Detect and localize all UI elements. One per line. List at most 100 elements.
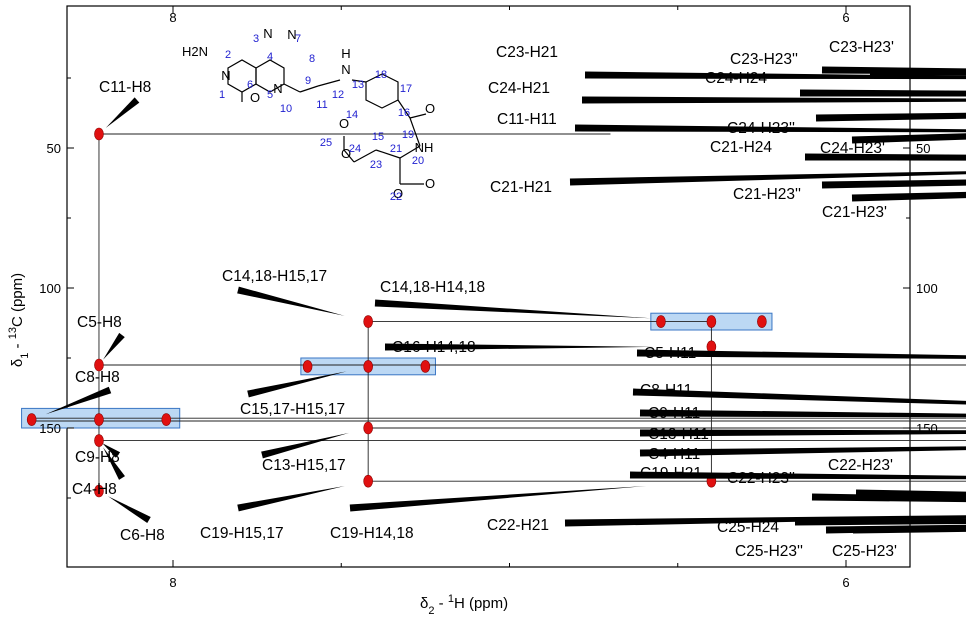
- peak-point: [94, 434, 104, 447]
- annotation-pointer: [564, 515, 966, 527]
- annotation-pointer: [584, 71, 966, 80]
- annotation-pointer: [349, 486, 647, 512]
- peak-annotation-label: C14,18-H15,17: [222, 268, 327, 285]
- molecule-bond: [343, 149, 355, 163]
- peak-annotation-label: C23-H21: [496, 44, 558, 61]
- molecule-bond: [317, 79, 341, 87]
- annotation-pointer: [636, 349, 966, 359]
- peak-annotation-label: C25-H23'': [735, 543, 803, 560]
- peak-point: [656, 315, 666, 328]
- y-tick-label: 150: [39, 421, 61, 436]
- peak-point: [94, 413, 104, 426]
- molecule-atom-number: 9: [305, 75, 311, 87]
- annotation-pointer: [261, 432, 350, 459]
- annotation-pointer: [815, 112, 966, 122]
- annotation-pointer: [629, 471, 966, 480]
- molecule-atom-label: O: [341, 146, 351, 161]
- annotation-pointer: [852, 525, 966, 534]
- molecule-atom-number: 22: [390, 191, 402, 203]
- molecule-atom-label: H2N: [182, 44, 208, 59]
- annotation-pointer: [851, 133, 966, 144]
- annotation-pointer: [574, 124, 966, 133]
- peak-annotation-label: C21-H23': [822, 204, 887, 221]
- peak-annotation-label: C9-H11: [648, 405, 700, 422]
- molecule-atom-label: N: [287, 27, 296, 42]
- peak-annotation-label: C24-H21: [488, 80, 550, 97]
- annotation-pointer: [581, 96, 966, 104]
- annotation-pointer: [639, 446, 966, 457]
- peak-point: [420, 360, 431, 373]
- molecule-atom-label: N: [263, 26, 272, 41]
- annotation-pointer: [632, 388, 966, 405]
- molecule-atom-number: 6: [247, 79, 253, 91]
- peak-point: [94, 358, 104, 372]
- peak-annotation-label: C19-H15,17: [200, 525, 284, 542]
- y-tick-label: 100: [39, 281, 61, 296]
- peak-point: [94, 484, 104, 498]
- molecule-atom-label: N: [341, 62, 350, 77]
- peak-point: [363, 360, 373, 373]
- y-tick-label: 50: [47, 141, 61, 156]
- peak-annotation-label: C23-H23': [829, 39, 894, 56]
- peak-layer: [26, 127, 767, 498]
- peak-annotation-label: C4-H11: [648, 446, 700, 463]
- peak-annotation-label: C11-H8: [99, 79, 151, 96]
- molecule-bond: [283, 83, 301, 93]
- molecule-atom-label: O: [425, 101, 435, 116]
- peak-annotation-label: C21-H23'': [733, 186, 801, 203]
- molecule-atom-number: 16: [398, 107, 410, 119]
- peak-point: [363, 421, 373, 435]
- molecule-atom-number: 14: [346, 109, 358, 121]
- peak-point: [94, 127, 104, 141]
- molecule-bond: [409, 117, 421, 147]
- peak-annotation-label: C24-H23'': [727, 120, 795, 137]
- molecule-atom-label: H: [341, 46, 350, 61]
- molecule-bond: [375, 149, 401, 159]
- peak-annotation-label: C24-H24: [705, 70, 767, 87]
- annotation-pointer: [102, 443, 121, 458]
- peak-annotation-label: C5-H11: [644, 345, 696, 362]
- annotation-pointer: [804, 153, 966, 161]
- annotation-pointer: [103, 332, 125, 360]
- x-tick-label: 8: [169, 575, 176, 590]
- annotation-pointer: [384, 343, 653, 351]
- peak-point: [363, 474, 373, 488]
- molecule-atom-number: 5: [267, 89, 273, 101]
- molecule-atom-number: 21: [390, 143, 402, 155]
- peak-annotation-label: C15,17-H15,17: [240, 401, 345, 418]
- molecule-atom-label: O: [425, 176, 435, 191]
- molecule-atom-number: 24: [349, 143, 361, 155]
- annotation-pointer: [799, 89, 966, 97]
- peak-point: [706, 315, 717, 328]
- peak-point: [302, 360, 313, 373]
- molecule-bond: [351, 79, 367, 83]
- molecule-atom-number: 13: [352, 79, 364, 91]
- molecule-atom-label: O: [393, 186, 403, 201]
- molecule-atom-number: 3: [253, 33, 259, 45]
- peak-annotation-label: C25-H24: [717, 519, 779, 536]
- peak-annotation-label: C24-H23': [820, 140, 885, 157]
- peak-point: [161, 413, 172, 426]
- molecule-bond: [399, 145, 421, 159]
- peak-annotation-label: C13-H11: [648, 426, 709, 443]
- peak-annotation-label: C21-H21: [490, 179, 552, 196]
- y-axis-label: δ1 - 13C (ppm): [7, 273, 31, 367]
- x-tick-label-top: 6: [842, 10, 849, 25]
- annotation-pointer: [569, 171, 966, 186]
- plot-frame: [66, 5, 911, 568]
- peak-annotation-label: C22-H23'': [727, 470, 795, 487]
- molecule-atom-label: NH: [415, 140, 434, 155]
- annotation-pointer: [794, 518, 966, 526]
- peak-annotation-label: C19-H21: [640, 465, 702, 482]
- molecule-atom-number: 7: [295, 33, 301, 45]
- annotation-pointer: [247, 371, 347, 398]
- molecule-atom-label: N: [273, 81, 282, 96]
- molecule-bond: [299, 85, 319, 93]
- peak-annotation-label: C11-H11: [497, 111, 557, 128]
- y-axis-label-text: δ1 - 13C (ppm): [7, 273, 31, 367]
- molecule-atom-number: 17: [400, 83, 412, 95]
- annotation-pointer: [45, 386, 112, 415]
- y-tick-label-right: 100: [916, 281, 938, 296]
- annotation-pointer: [639, 429, 966, 437]
- molecule-bond: [353, 149, 377, 163]
